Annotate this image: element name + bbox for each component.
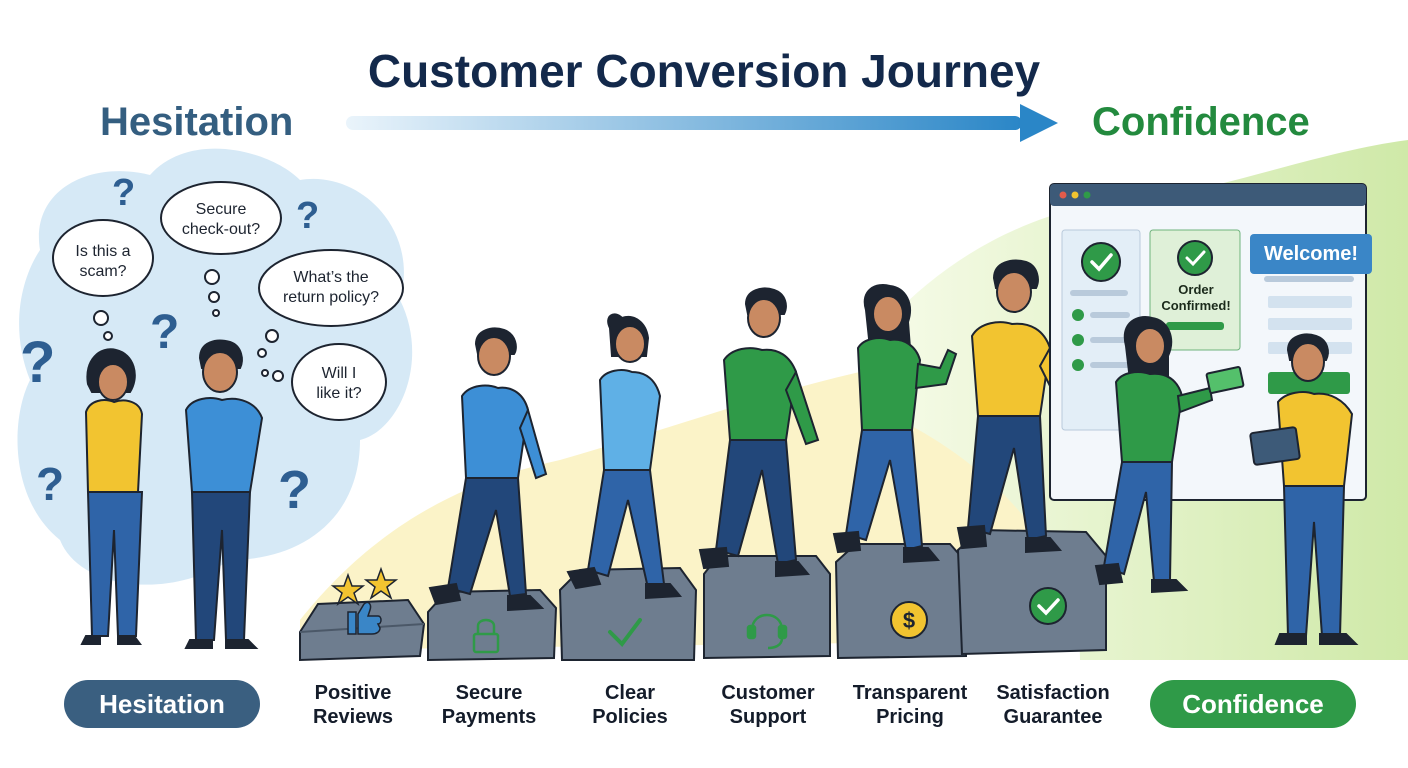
header-confidence: Confidence: [1092, 100, 1310, 144]
thought-bubble-text-2: Secure check-out?: [181, 201, 261, 238]
welcome-banner: Welcome!: [1250, 234, 1372, 274]
hesitant-man-figure: [184, 339, 264, 649]
walker-figure-4: [832, 284, 958, 564]
thought-bubble-text-3: What’s the return policy?: [282, 269, 380, 306]
page-title: Customer Conversion Journey: [367, 45, 1041, 97]
checkmark-icon: [608, 618, 642, 648]
thought-bubble-4: [261, 343, 387, 421]
order-confirmed-text: Order Confirmed!: [1161, 282, 1231, 313]
svg-text:?: ?: [296, 195, 319, 237]
check-badge-icon: [1029, 587, 1067, 625]
svg-text:?: ?: [112, 172, 135, 214]
svg-text:?: ?: [20, 330, 55, 395]
dollar-coin-icon: $: [890, 601, 928, 639]
stepping-stone-5: [834, 543, 967, 660]
padlock-icon: [472, 618, 500, 654]
walker-figure-2: [566, 313, 683, 600]
progress-arrow-shaft: [346, 116, 1022, 130]
thought-bubble-1: [52, 219, 154, 341]
confident-man-figure: [1249, 333, 1359, 645]
svg-text:$: $: [903, 608, 915, 633]
walker-figure-1: [428, 327, 548, 612]
svg-text:?: ?: [150, 306, 179, 359]
headset-icon: [746, 613, 788, 650]
progress-arrow-head: [1020, 104, 1058, 142]
stage-label-hesitation: Hesitation: [64, 680, 260, 728]
hesitant-woman-figure: [80, 348, 144, 645]
thumbs-up-stars-icon: [330, 566, 399, 635]
thought-bubble-3: [257, 249, 404, 358]
thought-bubble-text-1: Is this a scam?: [75, 243, 131, 280]
walker-figure-3: [698, 287, 820, 578]
stage-label-confidence: Confidence: [1150, 680, 1356, 728]
svg-text:?: ?: [278, 460, 311, 520]
thought-bubble-text-4: Will I like it?: [316, 365, 362, 402]
confident-woman-figure: [1094, 316, 1245, 594]
header-hesitation: Hesitation: [100, 100, 294, 144]
stepping-stone-4: [703, 555, 831, 660]
question-mark-icons: ? ? ? ? ? ?: [20, 172, 319, 520]
thought-bubble-2: [160, 181, 282, 317]
svg-text:?: ?: [36, 458, 64, 510]
